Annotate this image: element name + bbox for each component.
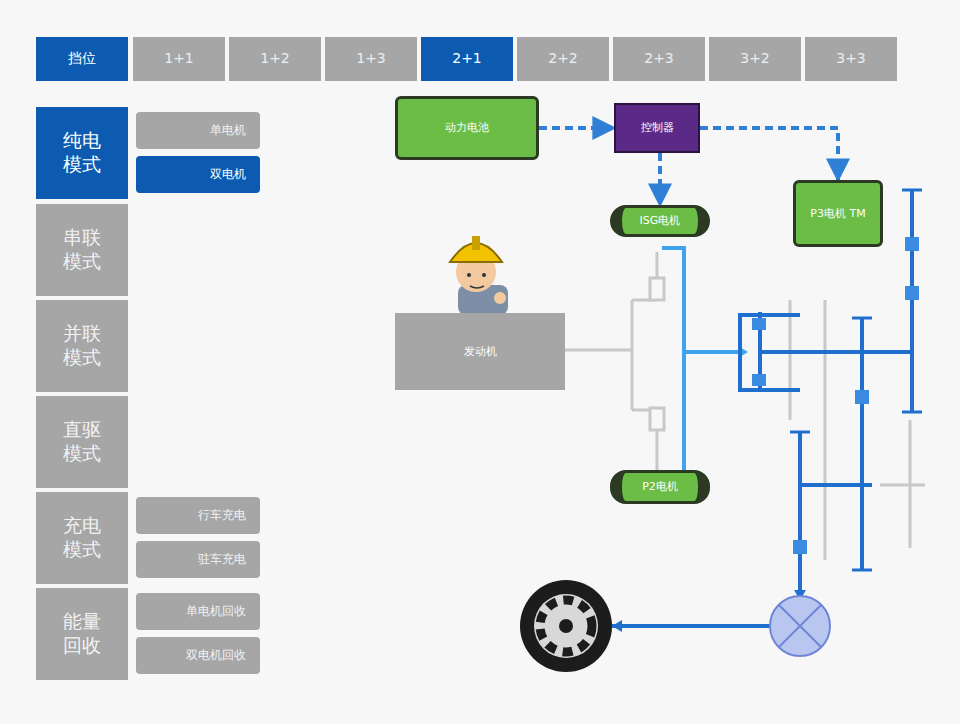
node-label: 驻车充电 <box>198 552 246 567</box>
node-label: 动力电池 <box>445 121 489 135</box>
power-connector <box>658 153 662 205</box>
worker-figure <box>450 236 508 315</box>
differential-cross <box>779 605 821 647</box>
node-label: 单电机回收 <box>186 604 246 619</box>
submode-button: 单电机 <box>136 112 260 149</box>
mode-button: 直驱模式 <box>36 396 128 488</box>
node-label: 挡位 <box>68 50 96 68</box>
node-label: 1+3 <box>356 50 386 68</box>
node-label: 控制器 <box>641 121 674 135</box>
node-label: 3+3 <box>836 50 866 68</box>
gear-tab: 1+1 <box>133 37 225 81</box>
node-label: 纯电模式 <box>62 129 102 177</box>
node-label: 1+2 <box>260 50 290 68</box>
submode-button: 驻车充电 <box>136 541 260 578</box>
flow-arrow <box>612 620 622 632</box>
controller-box: 控制器 <box>614 103 700 153</box>
gear-tab: 1+2 <box>229 37 321 81</box>
node-label: 发动机 <box>464 345 497 359</box>
node-label: 双电机回收 <box>186 648 246 663</box>
wheel <box>520 580 612 672</box>
power-connector <box>700 128 838 180</box>
node-label: 能量回收 <box>62 610 102 658</box>
gear-tab: 3+2 <box>709 37 801 81</box>
motor-capsule: ISG电机 <box>610 205 710 237</box>
node-label: P3电机 TM <box>810 207 865 221</box>
mode-button: 并联模式 <box>36 300 128 392</box>
node-label: 行车充电 <box>198 508 246 523</box>
node-label: P2电机 <box>642 480 678 494</box>
bearing <box>752 237 919 554</box>
gear-tab: 1+3 <box>325 37 417 81</box>
node-label: 2+3 <box>644 50 674 68</box>
mode-button: 充电模式 <box>36 492 128 584</box>
shaft <box>565 252 925 560</box>
motor-shaft <box>662 248 738 485</box>
submode-button: 行车充电 <box>136 497 260 534</box>
submode-button: 双电机回收 <box>136 637 260 674</box>
node-label: 充电模式 <box>62 514 102 562</box>
node-label: 单电机 <box>210 123 246 138</box>
power-connector <box>539 126 614 130</box>
mode-button: 能量回收 <box>36 588 128 680</box>
submode-button: 双电机 <box>136 156 260 193</box>
gear-tab: 2+1 <box>421 37 513 81</box>
node-label: 并联模式 <box>62 322 102 370</box>
node-label: 3+2 <box>740 50 770 68</box>
node-label: 1+1 <box>164 50 194 68</box>
mode-button: 纯电模式 <box>36 107 128 199</box>
battery-box: 动力电池 <box>395 96 539 160</box>
node-label: 双电机 <box>210 167 246 182</box>
submode-button: 单电机回收 <box>136 593 260 630</box>
gear-tab: 2+2 <box>517 37 609 81</box>
motor-capsule: P2电机 <box>610 470 710 504</box>
gear-teeth <box>790 190 922 570</box>
gearbox <box>612 190 912 626</box>
node-label: 直驱模式 <box>62 418 102 466</box>
gear-tab: 3+3 <box>805 37 897 81</box>
node-label: 2+2 <box>548 50 578 68</box>
mode-button: 串联模式 <box>36 204 128 296</box>
node-label: 串联模式 <box>62 226 102 274</box>
differential <box>770 596 830 656</box>
engine-box: 发动机 <box>395 313 565 390</box>
node-label: 2+1 <box>452 50 482 68</box>
tab-header: 挡位 <box>36 37 128 81</box>
node-label: ISG电机 <box>640 214 681 228</box>
gear-tab: 2+3 <box>613 37 705 81</box>
motor-box: P3电机 TM <box>793 180 883 247</box>
